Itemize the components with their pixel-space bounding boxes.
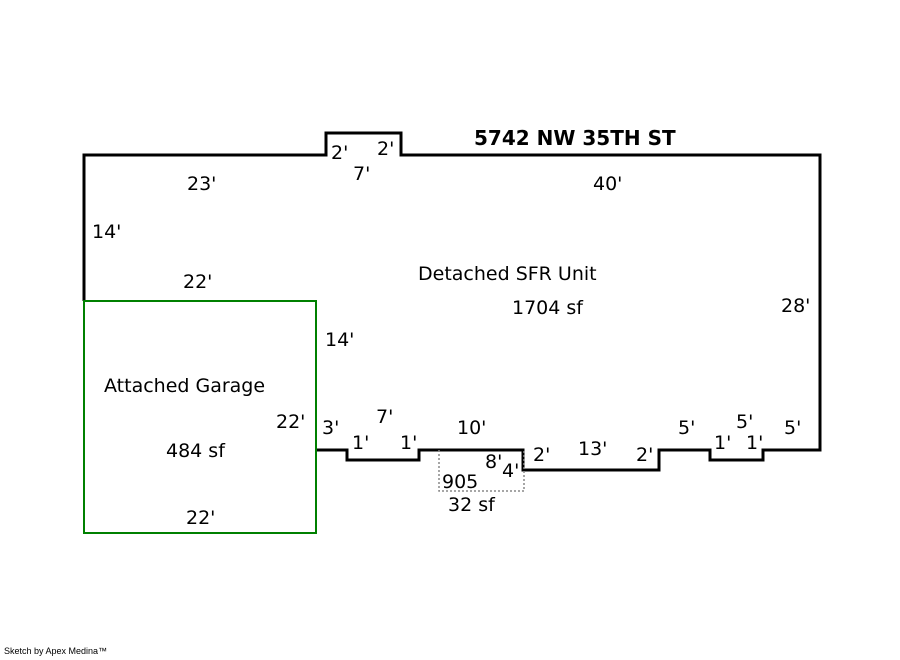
garage-name: Attached Garage: [104, 375, 265, 397]
dim-label: 40': [593, 173, 622, 195]
garage-sf: 484 sf: [166, 440, 226, 462]
sketch-credit: Sketch by Apex Medina™: [4, 646, 108, 656]
dim-label: 28': [781, 295, 810, 317]
dim-label: 7': [376, 406, 393, 428]
main-dwelling-outline: [82, 131, 822, 472]
dim-label: 1': [714, 432, 731, 454]
dim-label: 2': [331, 142, 348, 164]
main-area-name: Detached SFR Unit: [418, 263, 597, 285]
dim-label: 3': [322, 417, 339, 439]
main-area-sf: 1704 sf: [512, 297, 584, 319]
dim-label: 8': [485, 451, 502, 473]
dim-label: 14': [92, 221, 121, 243]
porch-code: 905: [442, 471, 478, 493]
garage-outline: [83, 300, 317, 534]
dim-label: 5': [784, 417, 801, 439]
dim-label: 22': [276, 411, 305, 433]
porch-sf: 32 sf: [448, 494, 496, 516]
dim-label: 1': [746, 432, 763, 454]
dim-label: 5': [678, 417, 695, 439]
dim-label: 23': [187, 173, 216, 195]
dim-label: 1': [400, 432, 417, 454]
dim-label: 7': [353, 163, 370, 185]
address-title: 5742 NW 35TH ST: [474, 126, 676, 150]
dim-label: 2': [636, 444, 653, 466]
dim-label: 2': [533, 444, 550, 466]
dim-label: 13': [578, 438, 607, 460]
dim-label: 1': [352, 432, 369, 454]
porch-outline: [438, 450, 525, 492]
dim-label: 22': [183, 271, 212, 293]
dim-label: 14': [325, 329, 354, 351]
dim-label: 10': [457, 417, 486, 439]
dim-label: 5': [736, 411, 753, 433]
dim-label: 4': [502, 460, 519, 482]
dim-label: 2': [377, 138, 394, 160]
dim-label: 22': [186, 507, 215, 529]
